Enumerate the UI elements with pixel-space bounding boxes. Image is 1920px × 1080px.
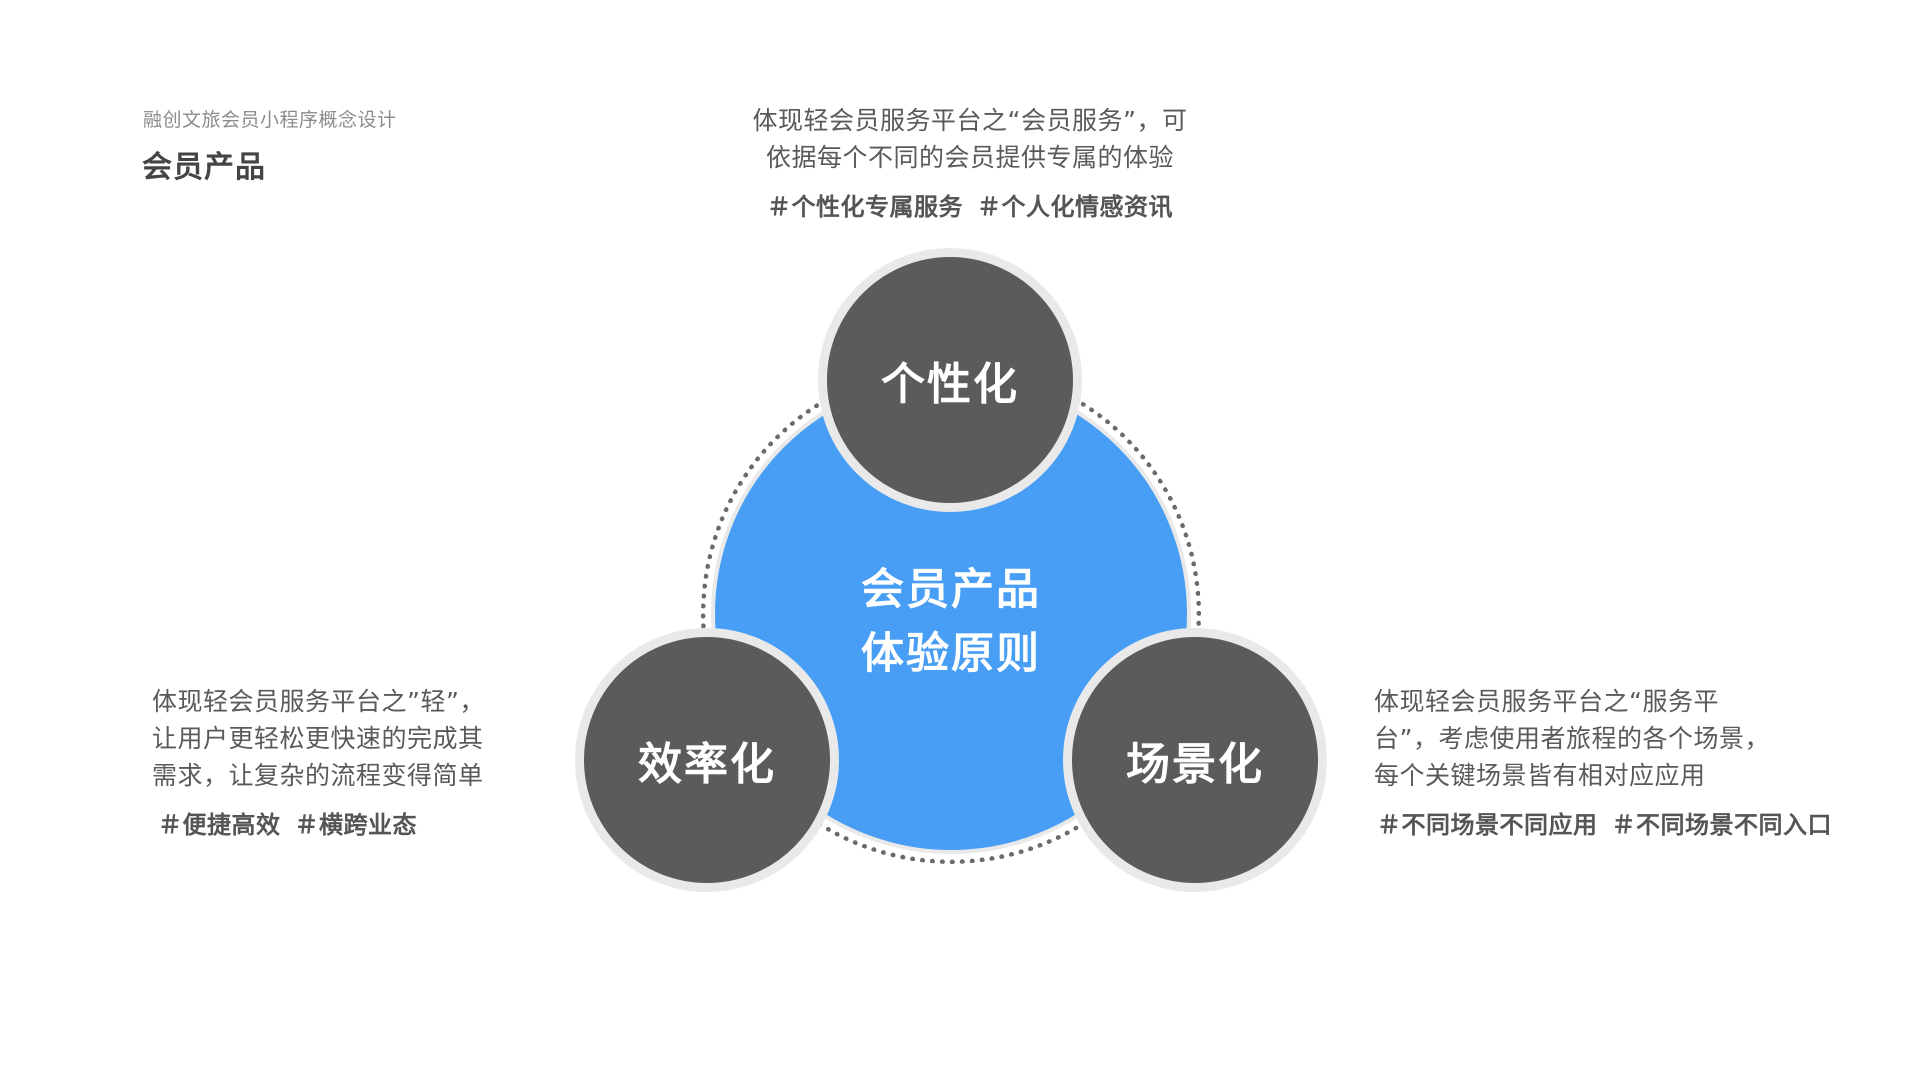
node-personalization: 个性化 [818,248,1082,512]
description-right: 体现轻会员服务平台之“服务平 台”，考虑使用者旅程的各个场景， 每个关键场景皆有… [1374,683,1774,794]
tag-personal-info: ＃个人化情感资讯 [977,193,1173,221]
description-right-line-3: 每个关键场景皆有相对应应用 [1374,761,1706,790]
center-label-line-2: 体验原则 [861,629,1041,679]
page-title: 会员产品 [142,150,266,185]
tags-left: ＃便捷高效 ＃横跨业态 [158,805,417,840]
center-label: 会员产品 体验原则 [751,558,1151,686]
description-right-line-2: 台”，考虑使用者旅程的各个场景， [1374,724,1770,753]
tag-convenient: ＃便捷高效 [158,811,281,839]
description-left: 体现轻会员服务平台之”轻”， 让用户更轻松更快速的完成其 需求，让复杂的流程变得… [152,683,572,794]
description-top-line-1: 体现轻会员服务平台之“会员服务”，可 [752,106,1188,135]
description-left-line-2: 让用户更轻松更快速的完成其 [152,724,484,753]
tag-cross-format: ＃横跨业态 [294,811,417,839]
description-left-line-1: 体现轻会员服务平台之”轻”， [152,687,485,716]
node-efficiency: 效率化 [575,628,839,892]
node-scenario-label: 场景化 [1126,739,1264,790]
description-top-line-2: 依据每个不同的会员提供专属的体验 [765,143,1174,172]
tag-scene-application: ＃不同场景不同应用 [1377,811,1598,839]
tags-top: ＃个性化专属服务 ＃个人化情感资讯 [700,187,1240,222]
tags-right: ＃不同场景不同应用 ＃不同场景不同入口 [1377,805,1832,840]
node-scenario: 场景化 [1063,628,1327,892]
page-subtitle: 融创文旅会员小程序概念设计 [143,109,397,131]
center-label-line-1: 会员产品 [861,565,1041,615]
description-left-line-3: 需求，让复杂的流程变得简单 [152,761,484,790]
node-efficiency-label: 效率化 [638,739,776,790]
tag-personalized-service: ＃个性化专属服务 [767,193,963,221]
tag-scene-entry: ＃不同场景不同入口 [1611,811,1832,839]
description-right-line-1: 体现轻会员服务平台之“服务平 [1374,687,1719,716]
description-top: 体现轻会员服务平台之“会员服务”，可 依据每个不同的会员提供专属的体验 [700,102,1240,176]
node-personalization-label: 个性化 [881,359,1019,410]
